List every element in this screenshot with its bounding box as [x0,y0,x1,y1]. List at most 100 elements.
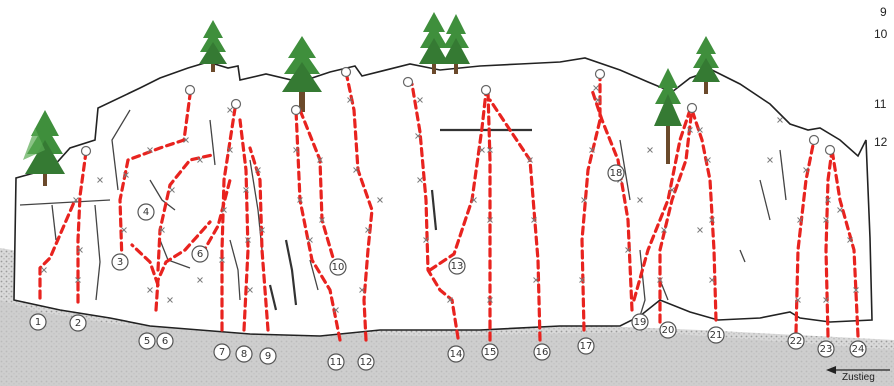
bolt-mark [415,133,421,139]
anchor-ring [80,145,92,157]
route-line [38,198,77,300]
bolt-mark [657,277,663,283]
route-line [410,82,460,340]
route-line [298,108,338,270]
approach-label: Zustieg [842,372,875,383]
bolt-mark [579,277,585,283]
bolt-mark [823,297,829,303]
bolt-mark [797,217,803,223]
bolt-mark [227,147,233,153]
route-number: 10 [332,262,345,273]
route-line [76,150,88,304]
bolt-mark [709,217,715,223]
bolt-mark [593,85,599,91]
route-number: 12 [360,357,373,368]
route-marker-ring [707,326,725,344]
route-marker[interactable]: 3 [111,253,129,271]
anchor-ring [808,134,820,146]
bolts [41,85,859,313]
route-marker-ring [849,340,867,358]
bolt-mark [147,147,153,153]
bolt-mark [121,227,127,233]
route-line [294,108,342,342]
route-marker[interactable]: 12 [357,353,375,371]
route-line [824,148,834,338]
route-marker-ring [156,332,174,350]
bolt-mark [533,277,539,283]
bolt-mark [183,137,189,143]
route-line [200,178,232,256]
bolt-mark [197,277,203,283]
route-number: 3 [117,257,123,268]
route-marker[interactable]: 14 [447,345,465,363]
route-number: 22 [790,336,803,347]
route-line [488,98,542,342]
route-number: 19 [634,317,647,328]
route-marker-ring [481,343,499,361]
route-marker[interactable]: 15 [481,343,499,361]
route-marker-ring [111,253,129,271]
bolt-mark [243,187,249,193]
bolt-mark [697,227,703,233]
tree-icon [442,14,470,74]
side-number: 12 [874,135,888,149]
side-number: 10 [874,27,888,41]
route-marker[interactable]: 13 [448,257,466,275]
route-marker-ring [631,313,649,331]
bolt-mark [589,147,595,153]
route-number: 14 [450,349,463,360]
route-marker[interactable]: 2 [69,314,87,332]
route-number: 4 [143,207,149,218]
trees [23,12,720,186]
route-marker-ring [357,353,375,371]
route-marker[interactable]: 21 [707,326,725,344]
bolt-mark [837,207,843,213]
bolt-mark [825,197,831,203]
route-marker[interactable]: 8 [235,345,253,363]
route-number: 2 [75,318,81,329]
bolt-mark [487,217,493,223]
route-marker[interactable]: 11 [327,353,345,371]
route-marker[interactable]: 7 [213,343,231,361]
anchor-ring [402,76,414,88]
route-marker[interactable]: 18 [607,164,625,182]
route-marker[interactable]: 23 [817,340,835,358]
bolt-mark [197,157,203,163]
bolt-mark [73,197,79,203]
route-marker[interactable]: 5 [138,332,156,350]
route-marker-ring [69,314,87,332]
route-marker[interactable]: 6 [191,245,209,263]
route-marker[interactable]: 17 [577,337,595,355]
side-numbers: 9 10 11 12 [874,5,888,149]
route-line [658,106,694,324]
bolt-mark [417,97,423,103]
route-number: 11 [330,357,343,368]
route-marker[interactable]: 16 [533,343,551,361]
route-marker[interactable]: 10 [329,258,347,276]
route-number: 5 [144,336,150,347]
route-marker[interactable]: 4 [137,203,155,221]
route-marker[interactable]: 6 [156,332,174,350]
route-marker-ring [213,343,231,361]
bolt-mark [365,227,371,233]
anchor-ring [686,102,698,114]
route-number: 20 [662,325,675,336]
bolt-mark [347,97,353,103]
route-marker[interactable]: 9 [259,347,277,365]
bolt-mark [353,167,359,173]
route-marker[interactable]: 24 [849,340,867,358]
route-line [830,148,860,338]
route-marker[interactable]: 20 [659,321,677,339]
bolt-mark [259,227,265,233]
route-marker[interactable]: 22 [787,332,805,350]
bolt-mark [359,287,365,293]
anchor-ring [340,66,352,78]
anchor-ring [230,98,242,110]
route-marker[interactable]: 1 [29,313,47,331]
route-marker-ring [259,347,277,365]
route-marker-ring [447,345,465,363]
route-marker[interactable]: 19 [631,313,649,331]
route-line [580,72,602,332]
